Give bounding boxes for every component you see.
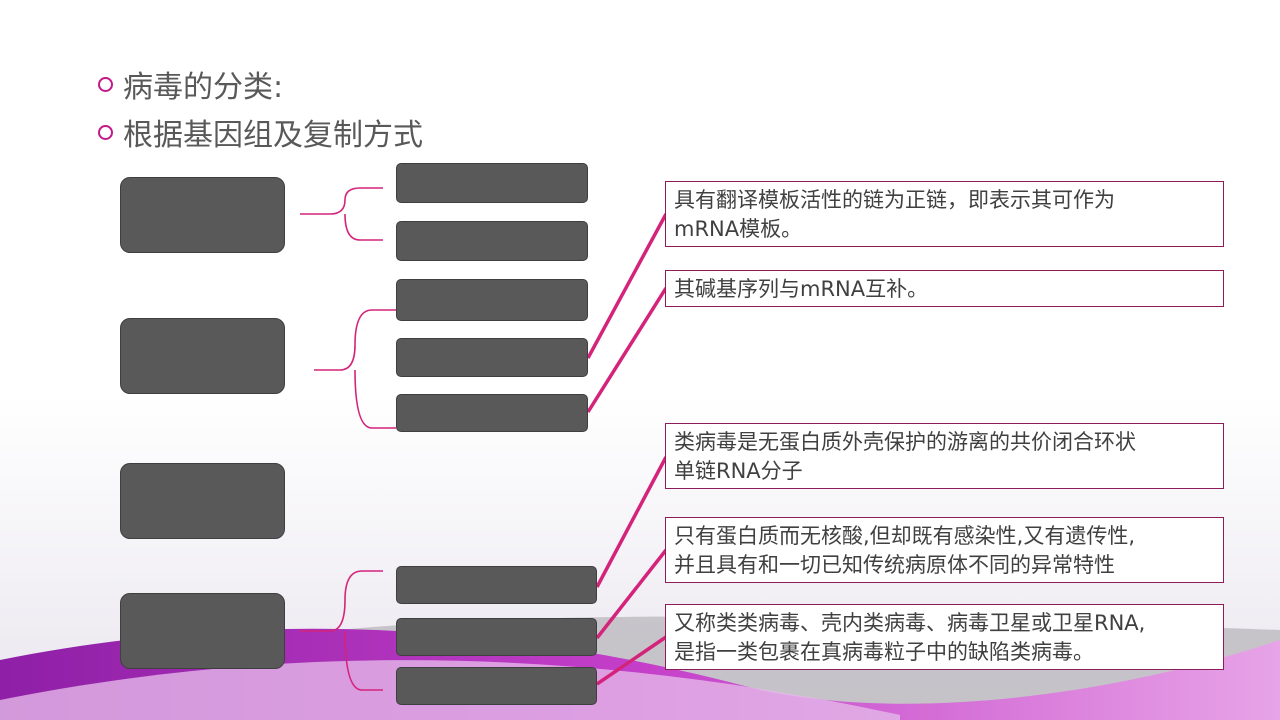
category-box-1 [120, 177, 285, 253]
subcategory-box-2 [396, 221, 588, 261]
note-box-3: 类病毒是无蛋白质外壳保护的游离的共价闭合环状 单链RNA分子 [665, 423, 1224, 489]
pointer-line-2 [586, 287, 668, 413]
note-line: 单链RNA分子 [674, 459, 803, 483]
subcategory-box-6 [396, 566, 597, 604]
brace-2 [314, 309, 396, 429]
note-box-2: 其碱基序列与mRNA互补。 [665, 270, 1224, 307]
bullet-text: 根据基因组及复制方式 [123, 118, 423, 153]
bullet-item-2: 根据基因组及复制方式 [98, 110, 423, 154]
category-box-2 [120, 318, 285, 394]
bullet-item-1: 病毒的分类: [98, 62, 283, 106]
brace-group [300, 187, 396, 691]
note-line: 并且具有和一切已知传统病原体不同的异常特性 [674, 553, 1115, 577]
pointer-line-1 [586, 213, 668, 359]
category-box-4 [120, 593, 285, 669]
note-line: mRNA模板。 [674, 217, 803, 241]
subcategory-box-3 [396, 279, 588, 321]
subcategory-box-5 [396, 394, 588, 432]
note-box-5: 又称类类病毒、壳内类病毒、病毒卫星或卫星RNA, 是指一类包裹在真病毒粒子中的缺… [665, 604, 1224, 670]
note-line: 只有蛋白质而无核酸,但却既有感染性,又有遗传性, [674, 524, 1136, 548]
subcategory-box-1 [396, 163, 588, 203]
brace-4 [300, 570, 383, 691]
subcategory-box-4 [396, 338, 588, 377]
note-line: 又称类类病毒、壳内类病毒、病毒卫星或卫星RNA, [674, 611, 1146, 635]
bullet-circle-icon [98, 76, 113, 92]
note-line: 类病毒是无蛋白质外壳保护的游离的共价闭合环状 [674, 430, 1136, 454]
category-box-3 [120, 463, 285, 539]
note-box-1: 具有翻译模板活性的链为正链，即表示其可作为 mRNA模板。 [665, 181, 1224, 247]
pointer-line-4 [595, 548, 668, 640]
bullet-circle-icon [98, 124, 113, 140]
note-line: 是指一类包裹在真病毒粒子中的缺陷类病毒。 [674, 640, 1094, 664]
pointer-line-3 [595, 456, 668, 588]
subcategory-box-7 [396, 618, 597, 656]
note-line: 具有翻译模板活性的链为正链，即表示其可作为 [674, 188, 1115, 212]
pointer-lines [586, 213, 668, 686]
subcategory-box-8 [396, 667, 597, 705]
pointer-line-5 [596, 635, 667, 686]
note-box-4: 只有蛋白质而无核酸,但却既有感染性,又有遗传性, 并且具有和一切已知传统病原体不… [665, 517, 1224, 583]
bullet-text: 病毒的分类: [123, 70, 284, 105]
brace-1 [300, 187, 383, 241]
note-line: 其碱基序列与mRNA互补。 [674, 277, 929, 301]
